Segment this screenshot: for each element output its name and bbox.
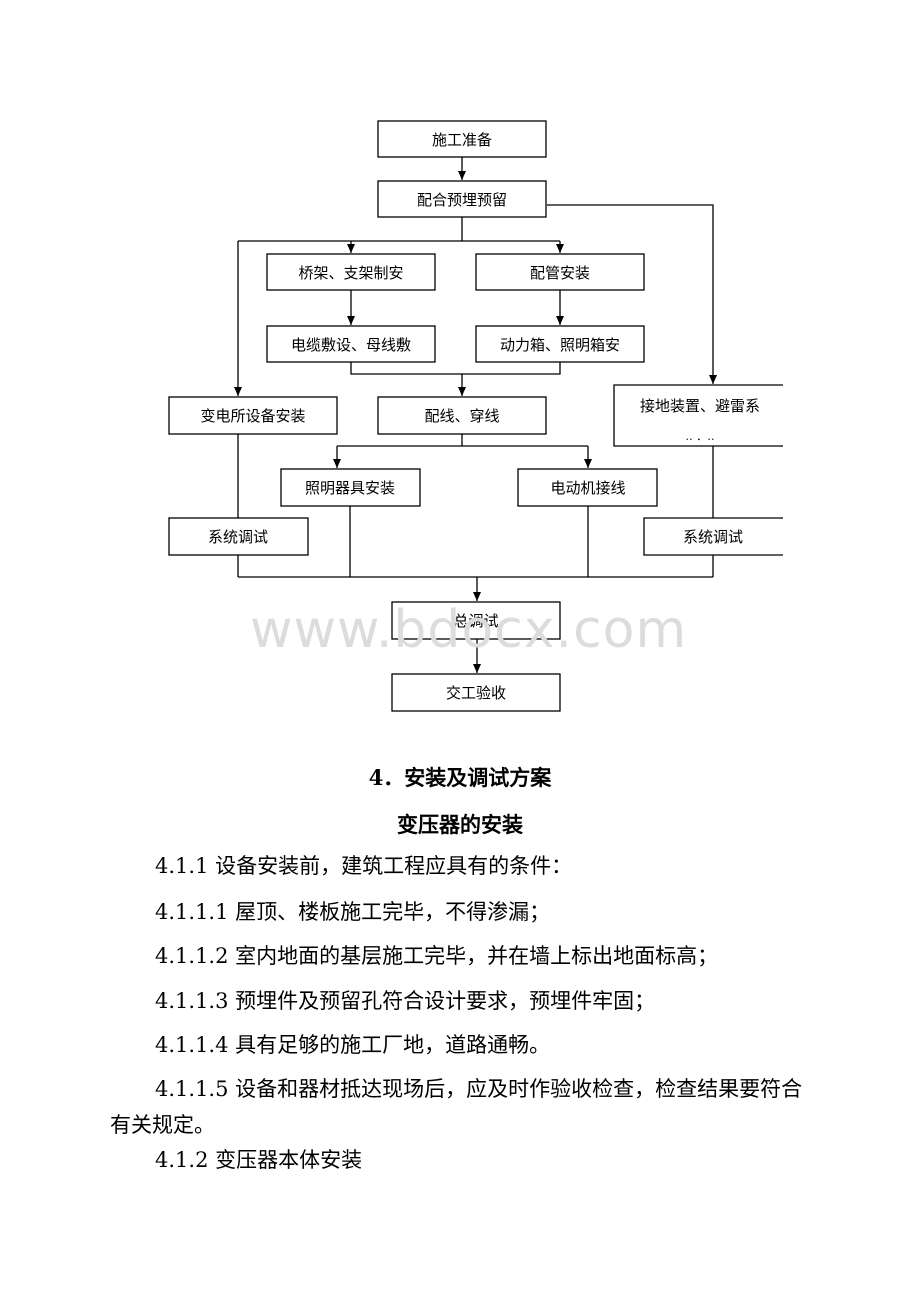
node-pipe-label: 配管安装 bbox=[530, 264, 590, 282]
node-lighting-box bbox=[280, 468, 421, 507]
paragraph-4-1-1-2: 4.1.1.2 室内地面的基层施工完毕，并在墙上标出地面标高； bbox=[155, 944, 719, 968]
node-motor-box bbox=[517, 468, 658, 507]
paragraph-4-1-1-4: 4.1.1.4 具有足够的施工厂地，道路通畅。 bbox=[155, 1033, 551, 1057]
node-test-right-label: 系统调试 bbox=[683, 528, 743, 546]
node-cable-label: 电缆敷设、母线敷 bbox=[291, 336, 411, 354]
node-ground-label: 接地装置、避雷系 bbox=[640, 397, 760, 415]
watermark: www.bdocx.com bbox=[250, 600, 688, 660]
paragraph-4-1-1-1: 4.1.1.1 屋顶、楼板施工完毕，不得渗漏； bbox=[155, 900, 551, 924]
node-prep-box bbox=[377, 120, 547, 158]
node-lighting-label: 照明器具安装 bbox=[305, 479, 395, 497]
node-wiring-box bbox=[377, 396, 547, 435]
node-substation-label: 变电所设备安装 bbox=[200, 407, 305, 425]
node-embed-box bbox=[377, 180, 547, 218]
node-wiring-label: 配线、穿线 bbox=[424, 407, 499, 425]
node-tray-label: 桥架、支架制安 bbox=[298, 264, 403, 282]
node-ground-box bbox=[613, 384, 783, 447]
node-box-box bbox=[475, 325, 645, 363]
node-substation-box bbox=[168, 396, 338, 435]
node-ground-cont-label: ‥ ．‥ bbox=[685, 430, 714, 443]
paragraph-4-1-1-5: 4.1.1.5 设备和器材抵达现场后，应及时作验收检查，检查结果要符合有关规定。 bbox=[110, 1077, 803, 1137]
paragraph-4-1-1-3: 4.1.1.3 预埋件及预留孔符合设计要求，预埋件牢固； bbox=[155, 989, 656, 1013]
node-pipe-box bbox=[475, 253, 645, 291]
node-tray-box bbox=[266, 253, 436, 291]
arrow-to-ground bbox=[547, 204, 717, 384]
node-test-right-box bbox=[643, 517, 783, 556]
node-total-test-box bbox=[391, 601, 561, 640]
node-total-test-label: 总调试 bbox=[453, 612, 498, 630]
connector-merge-cable-box bbox=[350, 362, 561, 375]
section-subtitle: 变压器的安装 bbox=[397, 812, 523, 837]
node-test-left-box bbox=[168, 517, 309, 556]
node-test-left-label: 系统调试 bbox=[208, 528, 268, 546]
node-handover-box bbox=[391, 673, 561, 712]
node-handover-label: 交工验收 bbox=[446, 684, 506, 702]
node-embed-label: 配合预埋预留 bbox=[417, 191, 507, 209]
paragraph-4-1-2: 4.1.2 变压器本体安装 bbox=[155, 1148, 363, 1172]
node-box-label: 动力箱、照明箱安 bbox=[500, 336, 620, 354]
node-prep-label: 施工准备 bbox=[432, 131, 492, 149]
node-cable-box bbox=[266, 325, 436, 363]
node-motor-label: 电动机接线 bbox=[550, 479, 625, 497]
section-title: 4．安装及调试方案 bbox=[368, 765, 552, 790]
paragraph-4-1-1: 4.1.1 设备安装前，建筑工程应具有的条件： bbox=[155, 854, 573, 878]
flow-connectors bbox=[234, 157, 717, 673]
construction-flowchart: 施工准备 配合预埋预留 桥架、支架制安 配管安装 电缆敷设、母线敷 动力箱、照明… bbox=[168, 120, 783, 712]
flow-boxes bbox=[168, 120, 783, 712]
